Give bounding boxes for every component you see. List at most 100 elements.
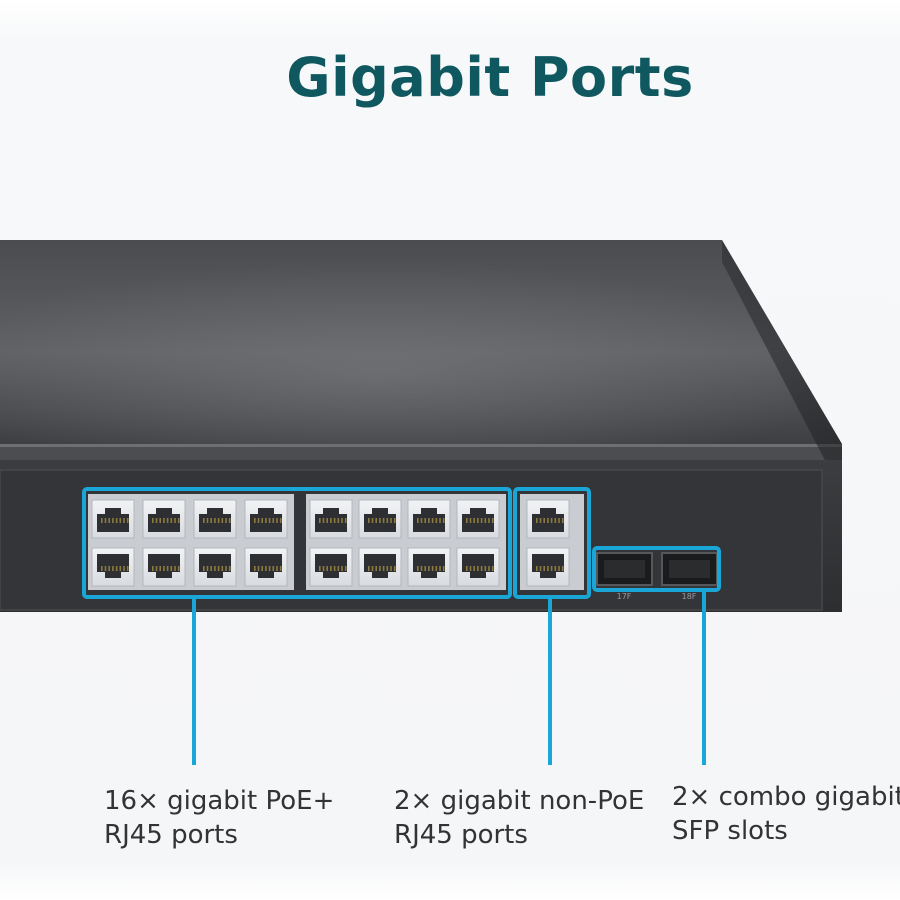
switch-top-shine [0,240,842,444]
rj45-pin [330,566,332,571]
rj45-pin [112,518,114,523]
rj45-pin [473,518,475,523]
rj45-pin [484,518,487,523]
rj45-pin [159,518,161,523]
rj45-pin [254,518,256,523]
rj45-pin [279,566,282,571]
rj45-pin [104,566,107,571]
rj45-pin [221,566,224,571]
rj45-pin [491,518,494,523]
rj45-pin [206,566,209,571]
rj45-pin [319,518,321,523]
rj45-pin [466,566,468,571]
rj45-pin [480,518,483,523]
rj45-pin [371,566,374,571]
rj45-pin [272,518,275,523]
rj45-pin [119,566,122,571]
callout-line: 16× gigabit PoE+ [104,786,335,816]
rj45-pin [375,518,377,523]
rj45-pin [341,518,343,523]
rj45-pin [344,518,347,523]
rj45-pin [203,566,205,571]
rj45-pin [210,566,212,571]
rj45-pin [170,566,173,571]
rj45-pin [344,566,347,571]
rj45-pin [536,518,538,523]
non-poe-ports-highlight [513,487,591,599]
rj45-pin [152,566,154,571]
rj45-pin [174,566,176,571]
rj45-pin [123,518,125,523]
rj45-pin [203,518,205,523]
rj45-pin [268,518,271,523]
rj45-pin [428,518,430,523]
rj45-pin [159,566,161,571]
rj45-pin [108,518,110,523]
rj45-pin [166,566,169,571]
rj45-pin [480,566,483,571]
rj45-pin [554,518,557,523]
rj45-pin [424,518,426,523]
rj45-pin [484,566,487,571]
rj45-pin [550,566,553,571]
callout-line: RJ45 ports [394,820,528,850]
rj45-pin [442,518,445,523]
rj45-pin [390,566,392,571]
rj45-pin [101,518,103,523]
callout-poe-ports: 16× gigabit PoE+ RJ45 ports [104,784,334,852]
rj45-pin [543,518,545,523]
callout-line: 2× gigabit non-PoE [394,786,645,816]
leader-lines [192,592,706,765]
sfp-slot-inner [604,560,645,578]
rj45-pin [469,566,472,571]
non-poe-ports [526,499,570,587]
rj45-pin [104,518,107,523]
rj45-pin [225,518,227,523]
callout-sfp-slots: 2× combo gigabit SFP slots [672,780,900,848]
rj45-pin [261,566,263,571]
rj45-pin [379,566,381,571]
rj45-pin [341,566,343,571]
rj45-pin [126,566,129,571]
rj45-pin [420,518,423,523]
rj45-pin [279,518,282,523]
rj45-pin [558,518,560,523]
rj45-pin [166,518,169,523]
rj45-pin [417,566,419,571]
poe-ports-highlight [82,487,512,599]
rj45-pin [268,566,271,571]
rj45-pin [170,518,173,523]
callout-non-poe-ports: 2× gigabit non-PoE RJ45 ports [394,784,644,852]
rj45-pin [428,566,430,571]
rj45-pin [488,518,490,523]
rj45-pin [112,566,114,571]
rj45-pin [337,518,340,523]
rj45-pin [228,566,231,571]
rj45-pin [435,518,438,523]
switch-lip-highlight [0,444,842,447]
callout-line: 2× combo gigabit [672,782,900,812]
page-title: Gigabit Ports [286,46,694,109]
rj45-pin [439,566,441,571]
rj45-pin [375,566,377,571]
switch-front-lip [0,444,842,460]
rj45-pin [368,518,370,523]
rj45-pin [123,566,125,571]
rj45-pin [431,566,434,571]
rj45-pin [393,566,396,571]
rj45-pin [439,518,441,523]
rj45-pin [477,566,479,571]
rj45-pin [326,518,328,523]
sfp-slots-highlight [592,546,721,592]
rj45-pin [265,518,267,523]
rj45-pin [326,566,328,571]
sfp-slot-inner [669,560,710,578]
rj45-pin [547,566,549,571]
sfp-label-18f: 18F [682,592,697,601]
rj45-pin [214,566,216,571]
rj45-pin [206,518,209,523]
rj45-pin [337,566,340,571]
rj45-pin [177,518,180,523]
